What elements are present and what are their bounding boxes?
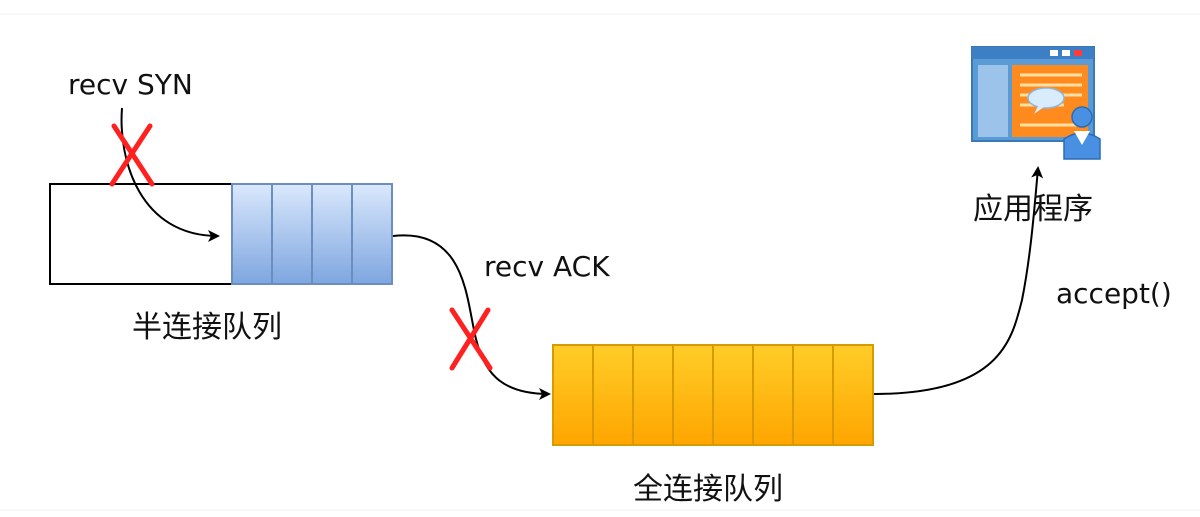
half-queue-slots: [231, 183, 393, 285]
full-queue-label: 全连接队列: [633, 472, 783, 507]
ack-arrow: [392, 234, 551, 400]
recv-ack-label: recv ACK: [484, 250, 610, 283]
application-window-icon: [971, 46, 1101, 160]
half-queue-slot: [311, 183, 353, 285]
full-queue-slot: [712, 344, 754, 446]
recv-syn-label: recv SYN: [68, 68, 193, 101]
full-queue-slot: [792, 344, 834, 446]
full-queue-slot: [592, 344, 634, 446]
full-queue-slot: [752, 344, 794, 446]
background-grid: [0, 13, 1200, 511]
half-queue-slot: [351, 183, 393, 285]
full-connection-queue: [552, 344, 874, 446]
half-connection-queue: [49, 183, 393, 285]
half-queue-label: 半连接队列: [132, 310, 282, 345]
syn-arrow: [120, 107, 220, 242]
half-queue-slot: [231, 183, 273, 285]
half-queue-empty-region: [49, 183, 233, 285]
full-queue-slot: [632, 344, 674, 446]
full-queue-slot: [672, 344, 714, 446]
user-icon: [1063, 106, 1101, 160]
full-queue-slot: [832, 344, 874, 446]
ack-drop-cross-icon: [449, 307, 493, 371]
accept-call-label: accept(): [1056, 277, 1172, 310]
syn-drop-cross-icon: [109, 123, 155, 187]
full-queue-slot: [552, 344, 594, 446]
half-queue-slot: [271, 183, 313, 285]
application-label: 应用程序: [973, 192, 1093, 227]
accept-arrow: [873, 166, 1044, 395]
